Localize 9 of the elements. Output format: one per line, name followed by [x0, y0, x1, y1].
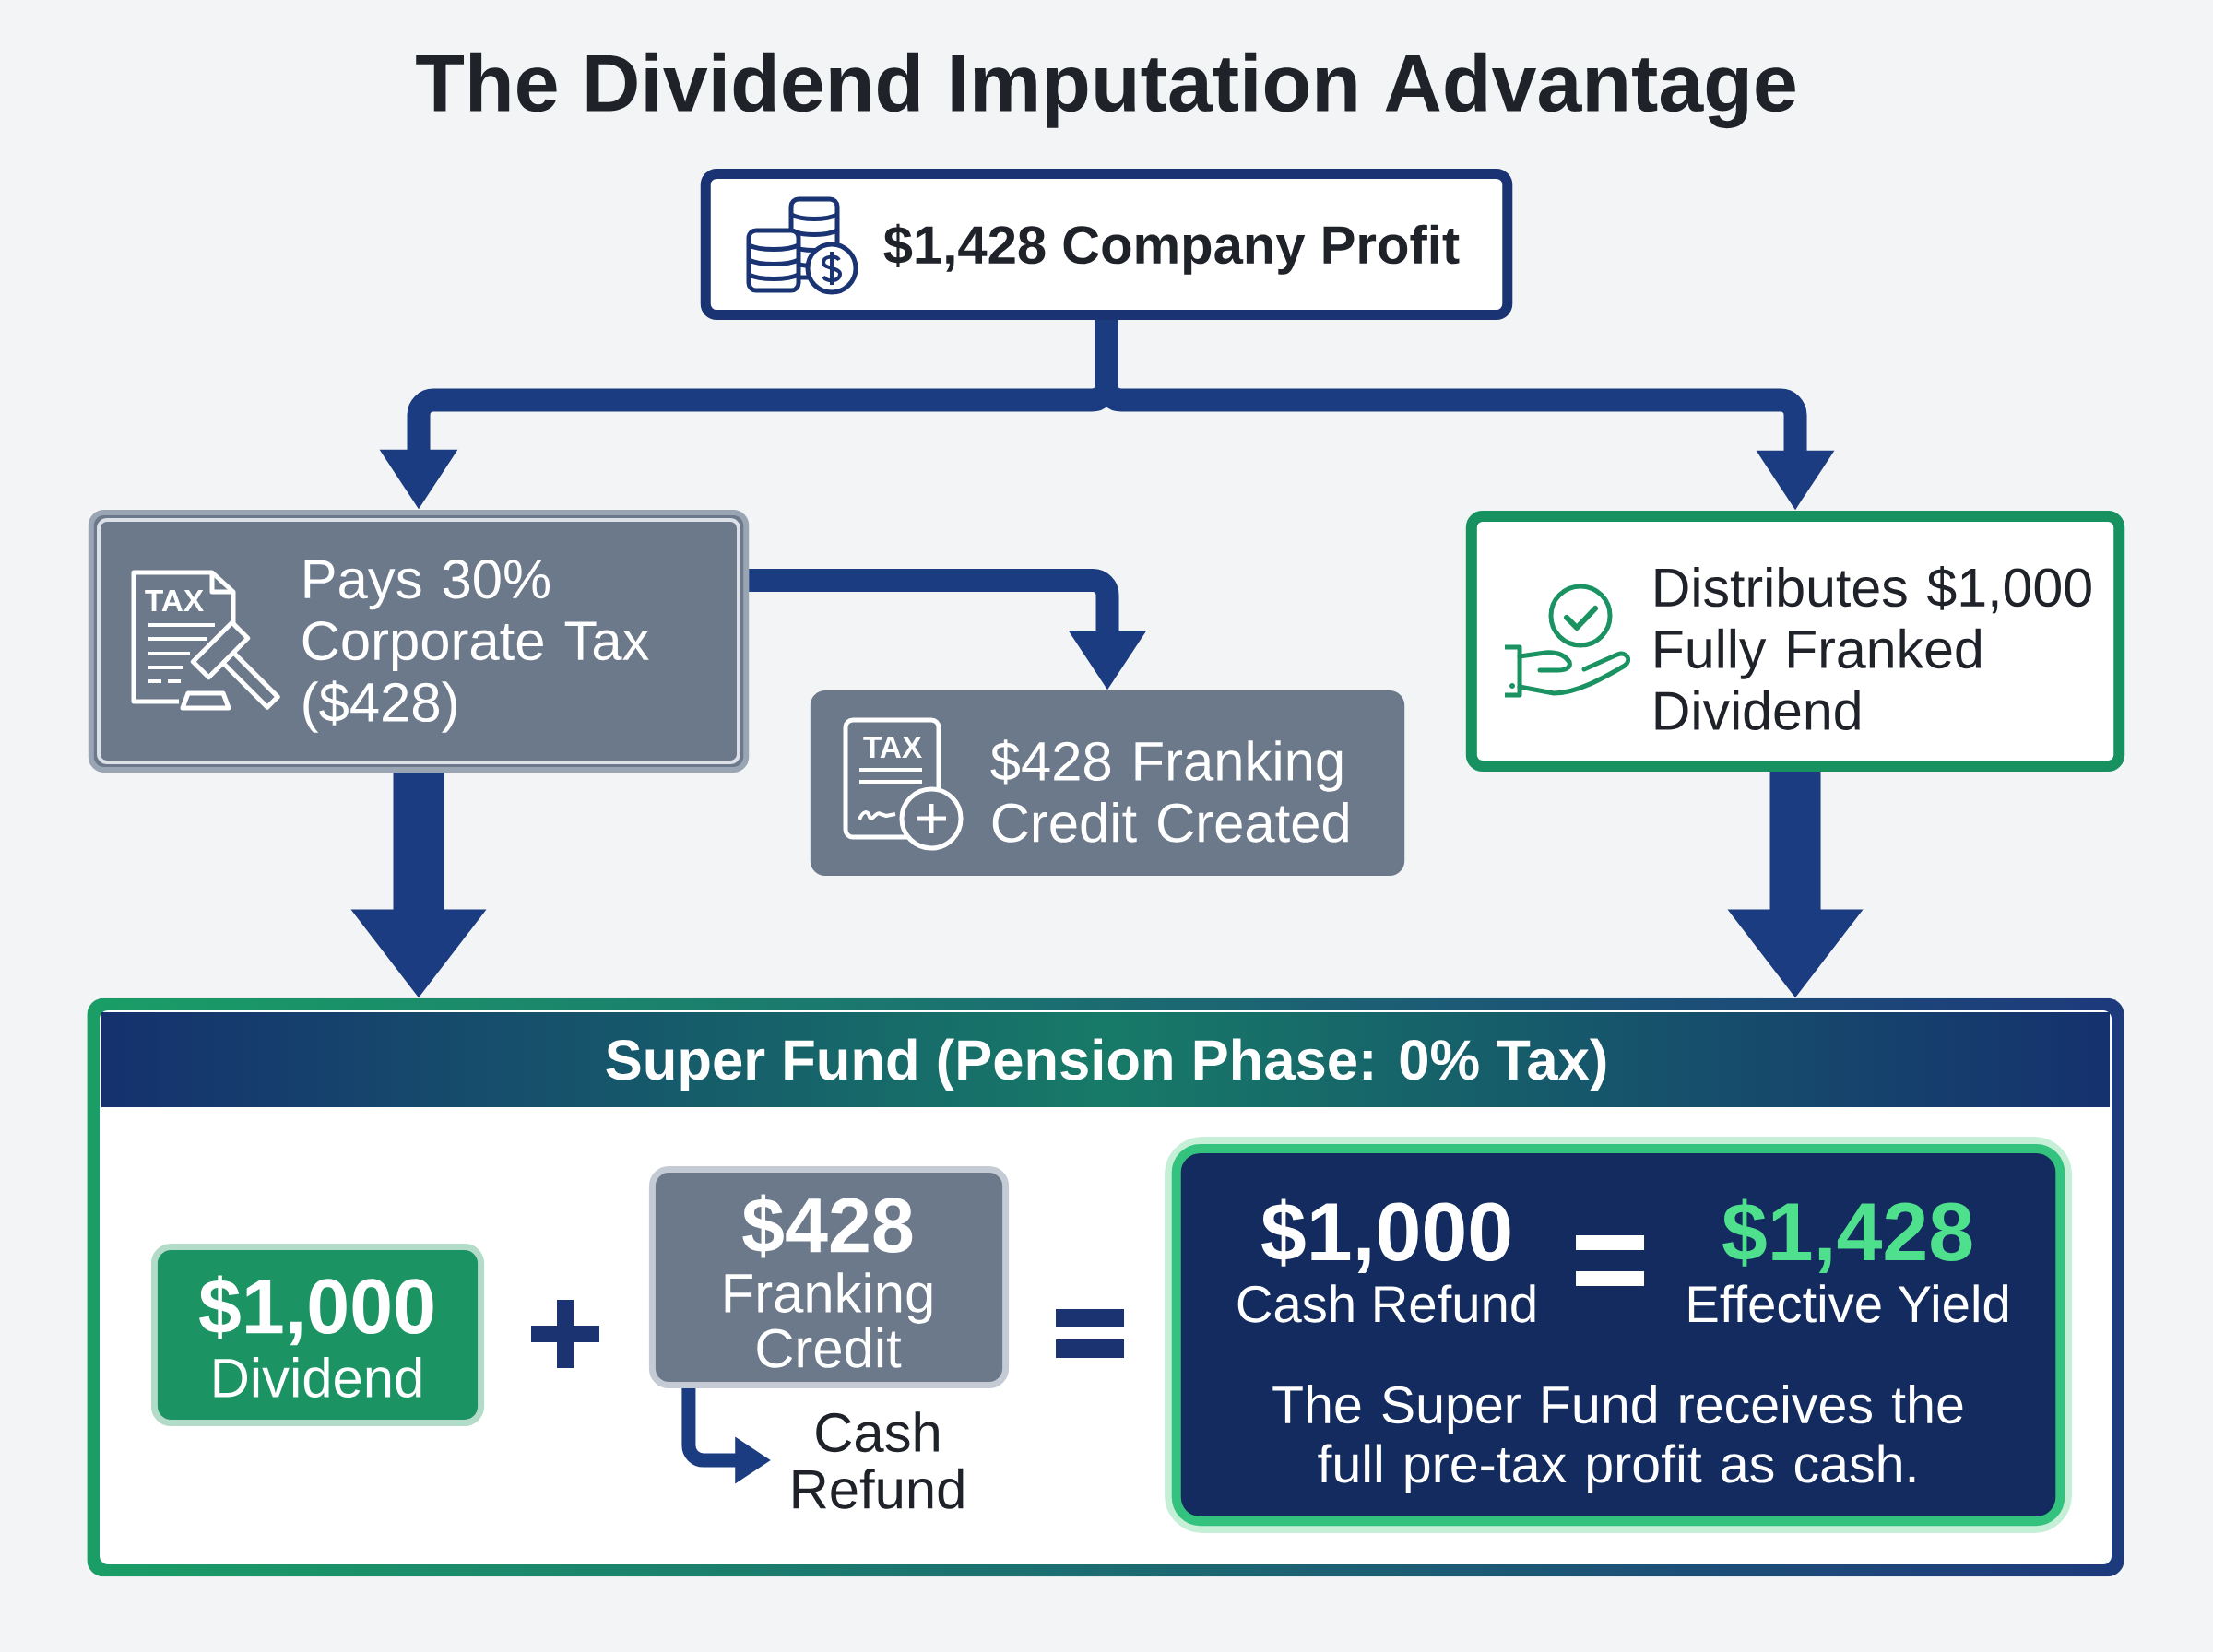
- value-box: $1,000 Dividend: [150, 1243, 485, 1427]
- value-box: $428 Franking Credit: [648, 1165, 1010, 1389]
- text-label: Cash Refund: [793, 1411, 964, 1509]
- header-bar: Super Fund (Pension Phase: 0% Tax): [101, 1012, 2111, 1107]
- icon-text: TAX: [863, 737, 922, 758]
- icon-text: TAX: [145, 590, 204, 611]
- process-box: $1,428 Company Profit: [700, 168, 1513, 321]
- title: The Dividend Imputation Advantage: [416, 52, 1795, 129]
- process-box: Distributes $1,000 Fully Franked Dividend: [1465, 510, 2125, 773]
